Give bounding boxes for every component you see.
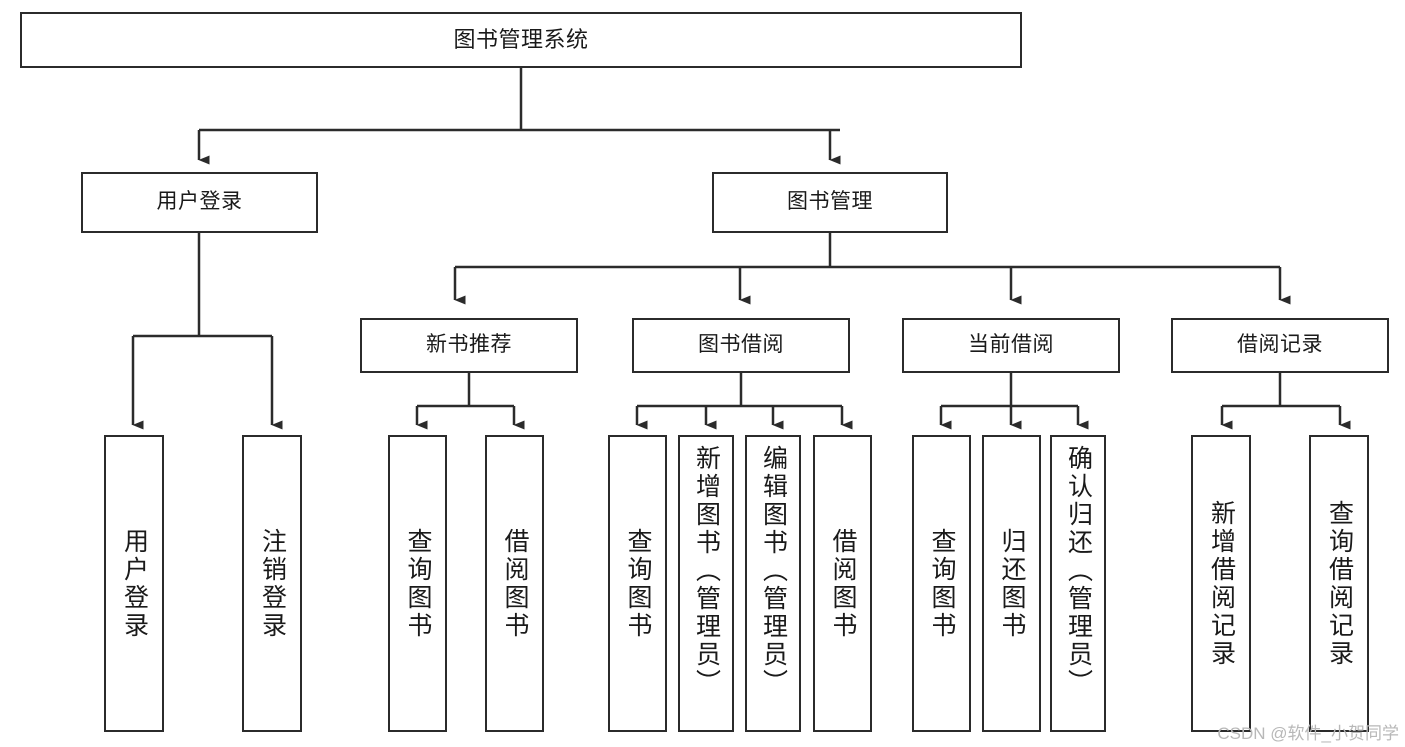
node-label: 用户登录 xyxy=(156,190,243,214)
leaf-new-book-borrow[interactable]: 借阅图书 xyxy=(485,435,544,732)
node-borrow-record[interactable]: 借阅记录 xyxy=(1171,318,1389,373)
node-label: 新增图书（管理员） xyxy=(692,445,721,697)
node-label: 当前借阅 xyxy=(968,333,1054,357)
node-label: 确认归还（管理员） xyxy=(1064,445,1093,697)
node-new-book-recommend[interactable]: 新书推荐 xyxy=(360,318,578,373)
leaf-user-login-logout[interactable]: 注销登录 xyxy=(242,435,302,732)
node-label: 注销登录 xyxy=(258,527,287,640)
node-label: 用户登录 xyxy=(120,527,149,640)
node-label: 借阅记录 xyxy=(1237,333,1323,357)
node-label: 编辑图书（管理员） xyxy=(759,445,788,697)
node-label: 新书推荐 xyxy=(426,333,512,357)
node-root-system[interactable]: 图书管理系统 xyxy=(20,12,1022,68)
leaf-current-return-book[interactable]: 归还图书 xyxy=(982,435,1041,732)
node-book-management[interactable]: 图书管理 xyxy=(712,172,948,233)
node-label: 查询图书 xyxy=(624,527,652,640)
leaf-current-confirm-return-admin[interactable]: 确认归还（管理员） xyxy=(1050,435,1106,732)
leaf-record-query-record[interactable]: 查询借阅记录 xyxy=(1309,435,1369,732)
node-label: 查询图书 xyxy=(404,527,432,640)
leaf-borrow-query-book[interactable]: 查询图书 xyxy=(608,435,667,732)
leaf-new-book-query[interactable]: 查询图书 xyxy=(388,435,447,732)
node-current-borrow[interactable]: 当前借阅 xyxy=(902,318,1120,373)
node-label: 归还图书 xyxy=(998,527,1026,640)
leaf-borrow-edit-book-admin[interactable]: 编辑图书（管理员） xyxy=(745,435,801,732)
node-label: 图书借阅 xyxy=(698,333,784,357)
leaf-record-add-record[interactable]: 新增借阅记录 xyxy=(1191,435,1251,732)
leaf-borrow-add-book-admin[interactable]: 新增图书（管理员） xyxy=(678,435,734,732)
node-user-login[interactable]: 用户登录 xyxy=(81,172,318,233)
node-book-borrow[interactable]: 图书借阅 xyxy=(632,318,850,373)
node-label: 新增借阅记录 xyxy=(1207,499,1236,668)
leaf-borrow-borrow-book[interactable]: 借阅图书 xyxy=(813,435,872,732)
node-label: 借阅图书 xyxy=(829,527,857,640)
node-label: 图书管理系统 xyxy=(453,27,589,53)
node-label: 图书管理 xyxy=(787,190,873,214)
node-label: 借阅图书 xyxy=(501,527,529,640)
node-label: 查询借阅记录 xyxy=(1325,499,1354,668)
leaf-current-query-book[interactable]: 查询图书 xyxy=(912,435,971,732)
leaf-user-login-login[interactable]: 用户登录 xyxy=(104,435,164,732)
node-label: 查询图书 xyxy=(928,527,956,640)
